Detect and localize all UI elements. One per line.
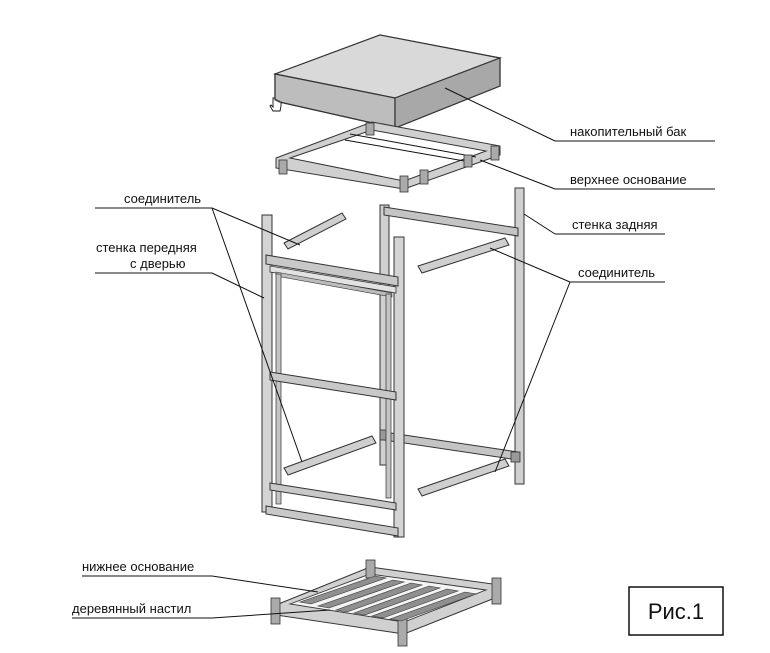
label-connector-left: соединитель bbox=[124, 191, 201, 206]
label-storage-tank: накопительный бак bbox=[570, 124, 687, 139]
label-wooden-deck: деревянный настил bbox=[72, 601, 191, 616]
connector-left-bottom bbox=[283, 435, 377, 476]
figure-label-box: Рис.1 bbox=[628, 586, 724, 636]
label-front-wall-line1: стенка передняя bbox=[96, 240, 197, 255]
connector-right-top bbox=[417, 237, 510, 274]
wooden-deck bbox=[298, 575, 478, 622]
hand-cursor-icon bbox=[269, 97, 282, 112]
label-connector-right: соединитель bbox=[578, 265, 655, 280]
label-top-base: верхнее основание bbox=[570, 172, 687, 187]
connector-left-top bbox=[283, 212, 347, 250]
figure-label: Рис.1 bbox=[648, 599, 704, 624]
back-wall bbox=[379, 187, 525, 485]
connector-right-bottom bbox=[417, 458, 510, 497]
leader-lines bbox=[72, 87, 715, 619]
label-back-wall: стенка задняя bbox=[572, 217, 658, 232]
storage-tank bbox=[272, 34, 503, 129]
top-base-frame bbox=[275, 121, 501, 193]
label-bottom-base: нижнее основание bbox=[82, 559, 194, 574]
label-front-wall-line2: с дверью bbox=[130, 256, 186, 271]
